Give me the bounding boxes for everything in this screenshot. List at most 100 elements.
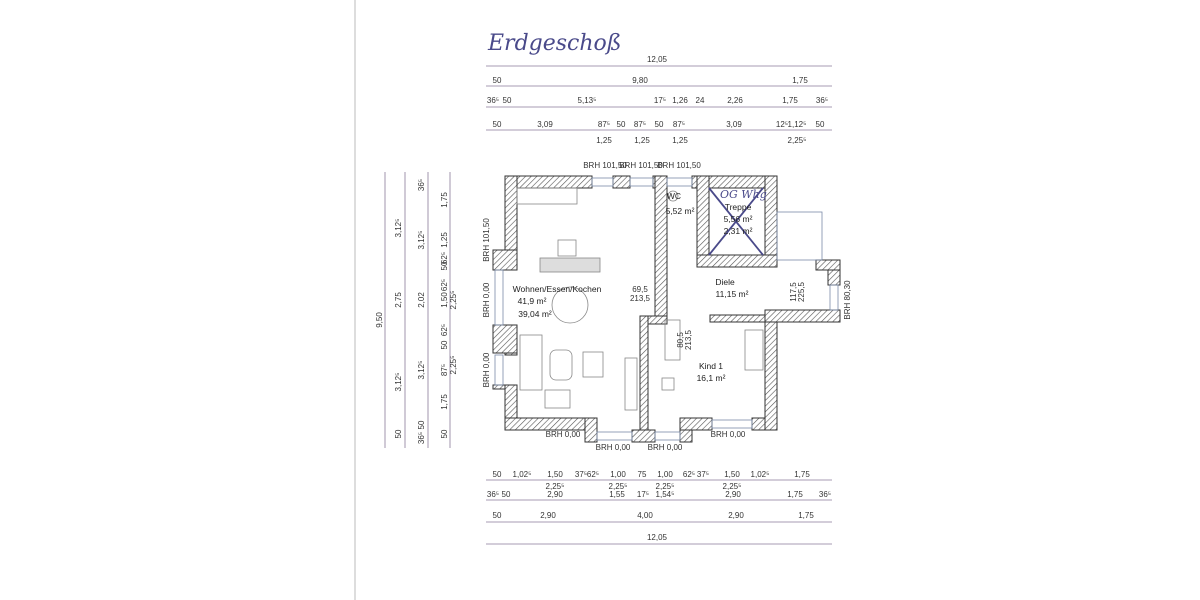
brh-label: BRH 101,50: [657, 161, 701, 170]
dimension-label: 50: [655, 120, 664, 129]
dimension-label: 2,25⁵: [449, 356, 458, 375]
dimension-label: 12⁵: [776, 120, 788, 129]
og-annotation: OG Whg: [720, 188, 767, 201]
kitchen-island: [539, 257, 601, 273]
dimension-label: 1,50: [724, 470, 740, 479]
room-area: 16,1 m²: [697, 373, 726, 383]
dimension-label: 1,26: [672, 96, 688, 105]
dimension-label: 87⁵: [634, 120, 646, 129]
wall: [631, 429, 656, 443]
door-label: 213,5: [630, 294, 651, 303]
dimension-label: 3,12⁵: [417, 231, 426, 250]
dimension-label: 1,02⁵: [751, 470, 770, 479]
dimension-label: 1,75: [792, 76, 808, 85]
room-name: Treppe: [725, 202, 752, 212]
room-area: 5,52 m²: [666, 206, 695, 216]
dimension-label: 2,25⁵: [656, 482, 675, 491]
dimension-label: 36⁵: [487, 490, 499, 499]
dimension-label: 50: [493, 470, 502, 479]
dimension-label: 17⁵: [654, 96, 666, 105]
dimension-lines: [384, 65, 832, 545]
dimension-label: 2,75: [394, 292, 403, 308]
brh-label: BRH 0,00: [482, 282, 491, 317]
desk: [744, 329, 764, 371]
dimension-label: 1,50: [547, 470, 563, 479]
dimension-label: 62⁵: [440, 279, 449, 291]
room-area: 41,9 m²: [518, 296, 547, 306]
window: [596, 431, 633, 441]
wall: [612, 175, 631, 189]
dimension-label: 50: [502, 490, 511, 499]
window: [494, 269, 504, 326]
dimension-label: 50: [440, 429, 449, 438]
dimension-label: 2,25⁵: [788, 136, 807, 145]
dimension-label: 12,05: [647, 533, 668, 542]
armchair: [582, 351, 604, 378]
brh-label: BRH 80,30: [843, 280, 852, 320]
dimension-label: 50: [394, 429, 403, 438]
wall: [492, 249, 518, 271]
dimension-label: 17⁵: [637, 490, 649, 499]
dimension-label: 50: [493, 76, 502, 85]
window: [829, 284, 839, 311]
brh-label: BRH 0,00: [596, 443, 631, 452]
dimension-label: 1,75: [440, 394, 449, 410]
plan-title: Erdgeschoß: [487, 31, 621, 56]
dimension-label: 36⁵: [816, 96, 828, 105]
dimension-label: 2,02: [417, 292, 426, 308]
dimension-label: 5,13⁵: [578, 96, 597, 105]
walls: [492, 175, 841, 443]
room-name: WC: [667, 191, 681, 201]
dining-table: [551, 286, 589, 324]
room-area: 39,04 m²: [518, 309, 552, 319]
dimension-label: 1,75: [782, 96, 798, 105]
dimension-label: 2,25⁵: [546, 482, 565, 491]
room-area: 11,15 m²: [716, 289, 749, 299]
room-area: 2,31 m²: [724, 226, 753, 236]
door-label: 80,5: [676, 332, 685, 348]
dimension-label: 3,12⁵: [394, 373, 403, 392]
sofa: [519, 334, 543, 391]
door-label: 69,5: [632, 285, 648, 294]
wall: [815, 259, 841, 271]
dimension-label: 12,05: [647, 55, 668, 64]
brh-label: BRH 0,00: [648, 443, 683, 452]
wall: [639, 315, 649, 431]
desk-chair: [661, 377, 675, 391]
dimension-label: 2,25⁵: [449, 291, 458, 310]
dimension-label: 4,00: [637, 511, 653, 520]
dimension-label: 2,90: [728, 511, 744, 520]
wall: [492, 324, 518, 354]
dimension-label: 2,90: [725, 490, 741, 499]
brh-label: BRH 101,50: [482, 218, 491, 262]
wall: [764, 309, 778, 431]
wall: [654, 175, 668, 323]
dimension-label: 1,02⁵: [513, 470, 532, 479]
coffee-table: [549, 349, 573, 381]
dimension-label: 3,12⁵: [394, 219, 403, 238]
brh-label: BRH 101,50: [619, 161, 663, 170]
dimension-label: 87⁵: [673, 120, 685, 129]
dimension-label: 1,25: [596, 136, 612, 145]
room-name: Kind 1: [699, 361, 723, 371]
brh-label: BRH 0,00: [482, 352, 491, 387]
dimension-label: 1,75: [798, 511, 814, 520]
room-name: Wohnen/Essen/Kochen: [513, 284, 602, 294]
dimension-label: 1,50: [440, 292, 449, 308]
window: [654, 431, 681, 441]
dimension-label: 1,75: [440, 192, 449, 208]
dimension-label: 36⁵: [417, 179, 426, 191]
stair-cross: [708, 187, 764, 256]
dimension-label: 50: [440, 340, 449, 349]
dimension-label: 50: [417, 420, 426, 429]
dimension-label: 50: [440, 261, 449, 270]
dimension-label: 50: [503, 96, 512, 105]
windows: [494, 177, 839, 441]
dimension-label: 36⁵: [487, 96, 499, 105]
wall: [696, 175, 710, 267]
dimension-label: 1,75: [794, 470, 810, 479]
wall: [504, 352, 518, 356]
brh-label: BRH 0,00: [711, 430, 746, 439]
